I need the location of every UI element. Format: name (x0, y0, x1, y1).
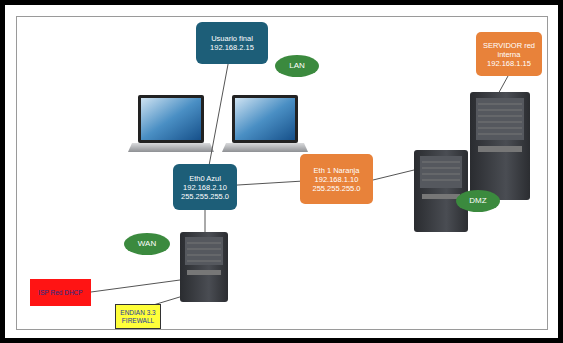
network-link (209, 64, 228, 164)
node-text: LAN (289, 61, 305, 71)
zone-oval: DMZ (456, 190, 500, 212)
node-text: ISP Red DHCP (38, 289, 82, 297)
node-text: Eth 1 Naranja 192.168.1.10 255.255.255.0 (304, 166, 369, 193)
node-text: WAN (138, 239, 156, 249)
node-text: Usuario final 192.168.2.15 (200, 34, 264, 52)
node-text: DMZ (469, 196, 486, 206)
isp-box: ISP Red DHCP (30, 279, 91, 306)
host-box: Usuario final 192.168.2.15 (196, 22, 268, 64)
network-link (237, 181, 300, 185)
node-text: ENDIAN 3.3 FIREWALL (120, 309, 156, 325)
zone-oval: WAN (124, 233, 170, 255)
node-text: SERVIDOR red interna 192.168.1.15 (480, 41, 538, 68)
interface-box: Eth 1 Naranja 192.168.1.10 255.255.255.0 (300, 154, 373, 204)
node-text: Eth0 Azul 192.168.2.10 255.255.255.0 (177, 174, 233, 201)
server-box: SERVIDOR red interna 192.168.1.15 (476, 32, 542, 76)
zone-oval: LAN (275, 55, 319, 77)
firewall-label-box: ENDIAN 3.3 FIREWALL (115, 304, 161, 329)
interface-box: Eth0 Azul 192.168.2.10 255.255.255.0 (173, 164, 237, 210)
